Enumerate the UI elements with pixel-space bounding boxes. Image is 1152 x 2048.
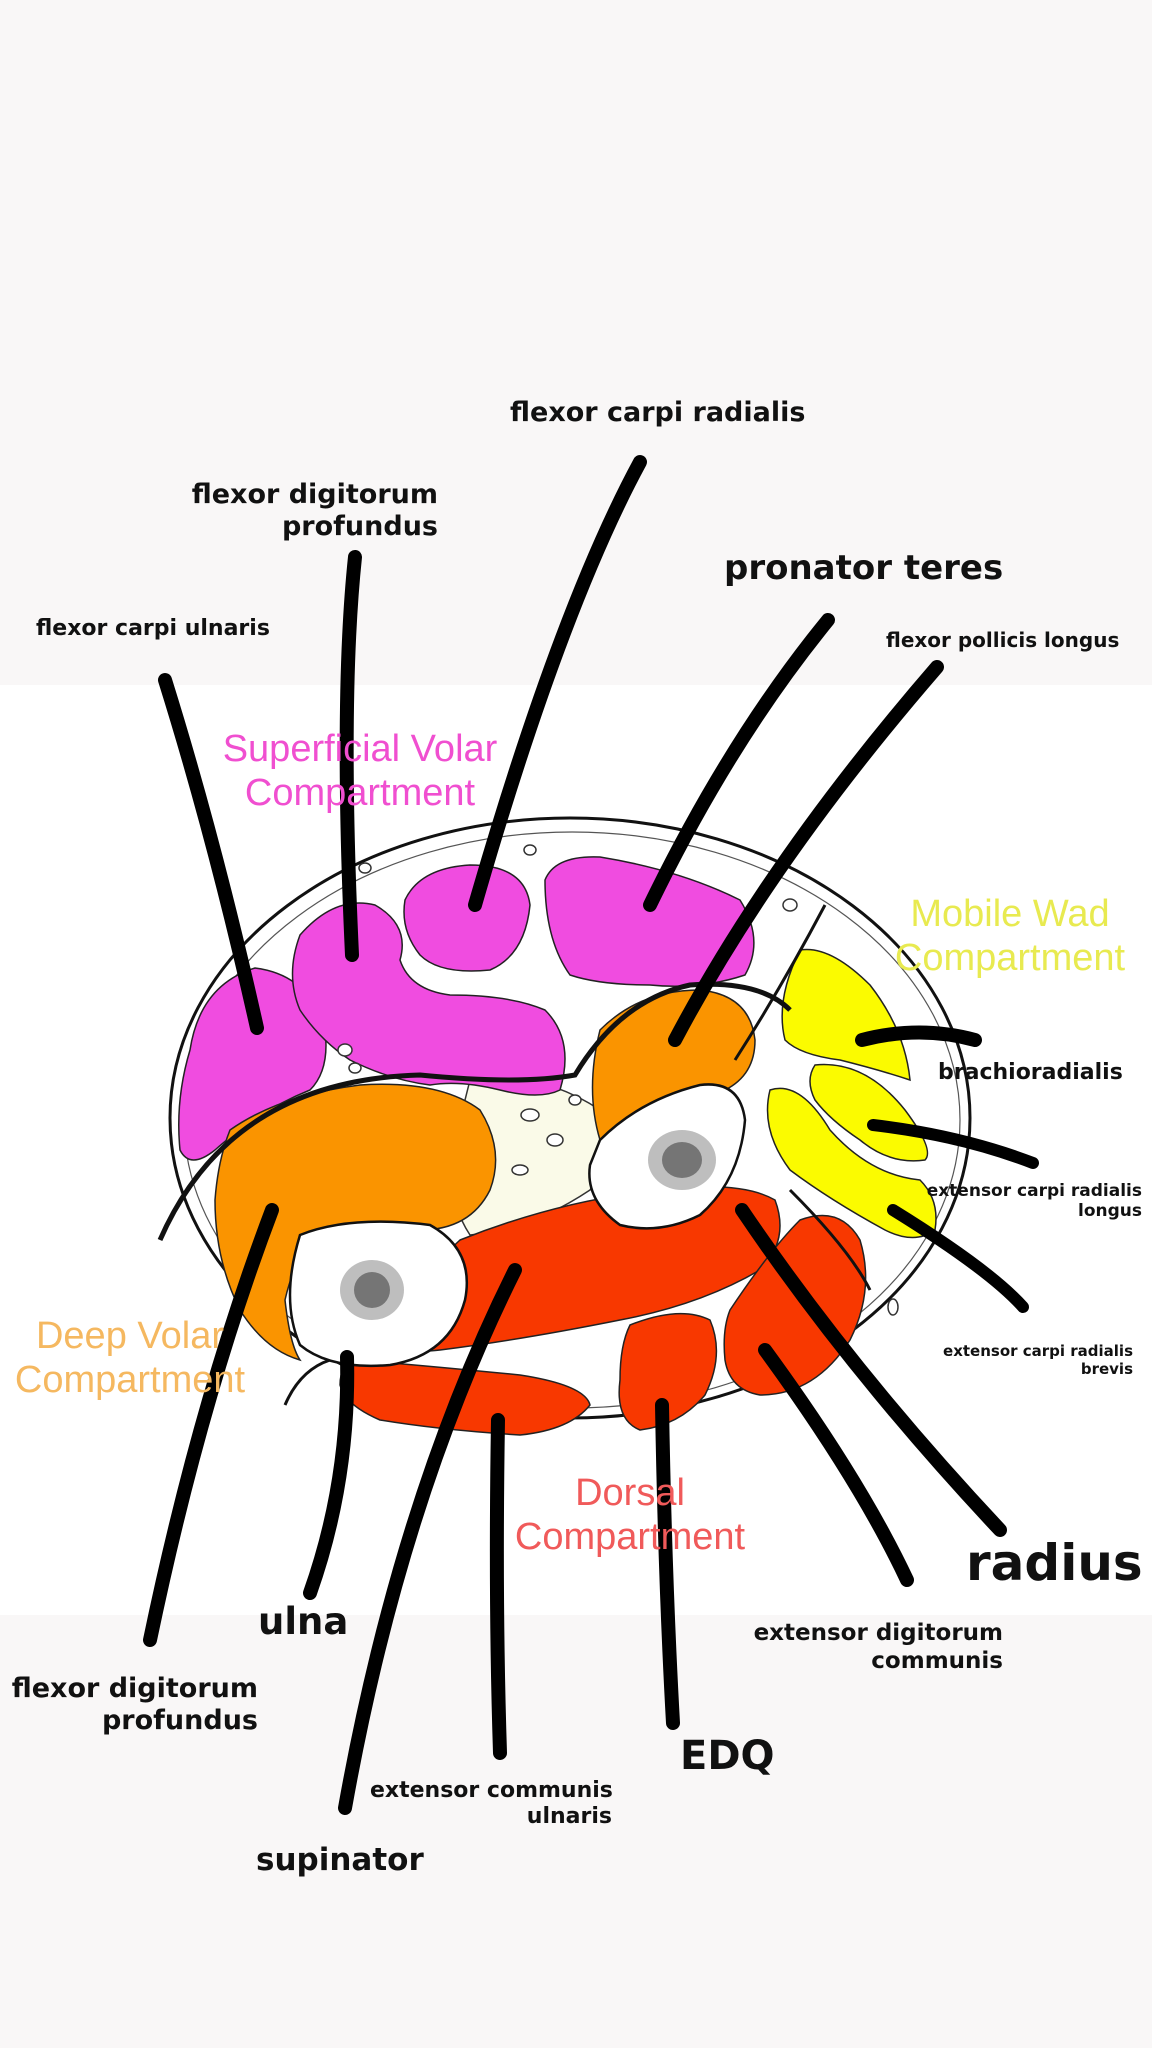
pronator-teres-muscle <box>544 856 755 987</box>
label-ecrb-line-2: brevis <box>1080 1360 1133 1378</box>
extensor-carpi-radialis-longus-muscle <box>809 1063 929 1162</box>
superficial-volar-compartment-title: Superficial Volar Compartment <box>210 728 510 815</box>
label-pronator-teres: pronator teres <box>724 548 1004 588</box>
label-brachioradialis: brachioradialis <box>938 1060 1123 1085</box>
leader-supinator <box>338 1263 522 1815</box>
dorsal-title-line-2: Compartment <box>514 1515 746 1558</box>
label-fdp-top-line-1: flexor digitorum <box>191 479 438 510</box>
label-extensor-carpi-radialis-longus: extensor carpi radialis longus <box>900 1181 1142 1222</box>
leader-fdp-top <box>339 550 362 962</box>
label-flexor-pollicis-longus: flexor pollicis longus <box>886 628 1120 652</box>
label-flexor-digitorum-profundus-top: flexor digitorum profundus <box>190 479 438 544</box>
leader-ecrb <box>887 1204 1029 1313</box>
dorsal-compartment-title: Dorsal Compartment <box>500 1472 760 1559</box>
leader-ecu <box>489 1413 507 1760</box>
radius-marrow-core <box>662 1142 702 1178</box>
label-flexor-carpi-radialis: flexor carpi radialis <box>510 397 806 428</box>
leader-ulna <box>303 1350 355 1600</box>
brachioradialis-muscle <box>781 948 911 1082</box>
mobile-wad-title-line-2: Compartment <box>894 936 1126 979</box>
leader-lines <box>143 455 1039 1815</box>
mobile-wad-compartment-title: Mobile Wad Compartment <box>880 893 1140 980</box>
dorsal-title-line-1: Dorsal <box>575 1472 685 1514</box>
flexor-carpi-radialis-muscle <box>403 864 531 972</box>
leader-flexor-pollicis-longus <box>668 660 944 1047</box>
label-fdp-bottom-line-2: profundus <box>101 1705 258 1737</box>
fascial-septum-wad-right <box>788 1188 872 1291</box>
flexor-carpi-ulnaris-muscle <box>178 967 327 1161</box>
leader-edc <box>758 1343 914 1587</box>
mobile-wad-title-line-1: Mobile Wad <box>910 893 1110 935</box>
label-edc-line-1: extensor digitorum <box>753 1620 1003 1646</box>
label-ecu-line-2: ulnaris <box>526 1804 612 1830</box>
label-edq: EDQ <box>680 1733 775 1779</box>
superficial-volar-title-line-2: Compartment <box>244 771 476 814</box>
label-extensor-digitorum-communis: extensor digitorum communis <box>740 1620 1003 1675</box>
label-ecrl-line-1: extensor carpi radialis <box>926 1181 1142 1201</box>
label-flexor-digitorum-profundus-bottom: flexor digitorum profundus <box>10 1673 258 1738</box>
leader-brachioradialis <box>855 1025 982 1047</box>
vessel-dots <box>337 844 899 1316</box>
leader-radius <box>735 1203 1007 1537</box>
superficial-volar-title-line-1: Superficial Volar <box>222 728 498 770</box>
label-edc-line-2: communis <box>871 1647 1003 1674</box>
label-ulna: ulna <box>258 1600 349 1643</box>
extensor-digiti-quinti-muscle <box>618 1312 718 1431</box>
label-radius: radius <box>966 1534 1143 1592</box>
label-extensor-carpi-radialis-brevis: extensor carpi radialis brevis <box>920 1342 1133 1378</box>
leader-flexor-carpi-radialis <box>468 455 647 912</box>
label-supinator: supinator <box>256 1842 424 1878</box>
leader-fdp-bottom <box>143 1203 279 1647</box>
leader-edq <box>655 1398 680 1730</box>
label-ecrl-line-2: longus <box>1078 1201 1142 1222</box>
leader-flexor-carpi-ulnaris <box>158 673 264 1035</box>
leader-pronator-teres <box>643 613 835 912</box>
label-ecrb-line-1: extensor carpi radialis <box>943 1342 1133 1360</box>
fascial-septum-wad-left <box>733 904 827 1061</box>
deep-volar-title-line-1: Deep Volar <box>35 1315 224 1357</box>
leader-ecrl <box>867 1119 1039 1169</box>
label-flexor-carpi-ulnaris: flexor carpi ulnaris <box>36 616 270 641</box>
deep-volar-title-line-2: Compartment <box>14 1358 246 1401</box>
flexor-digitorum-superficialis-muscle <box>291 902 566 1096</box>
label-extensor-communis-ulnaris: extensor communis ulnaris <box>370 1778 613 1831</box>
label-fdp-bottom-line-1: flexor digitorum <box>11 1673 258 1704</box>
label-ecu-line-1: extensor communis <box>370 1778 613 1803</box>
ulna-marrow-core <box>354 1272 390 1308</box>
deep-volar-compartment-title: Deep Volar Compartment <box>0 1315 260 1402</box>
label-fdp-top-line-2: profundus <box>281 511 438 543</box>
fascial-septum-dorsal <box>283 1358 331 1406</box>
